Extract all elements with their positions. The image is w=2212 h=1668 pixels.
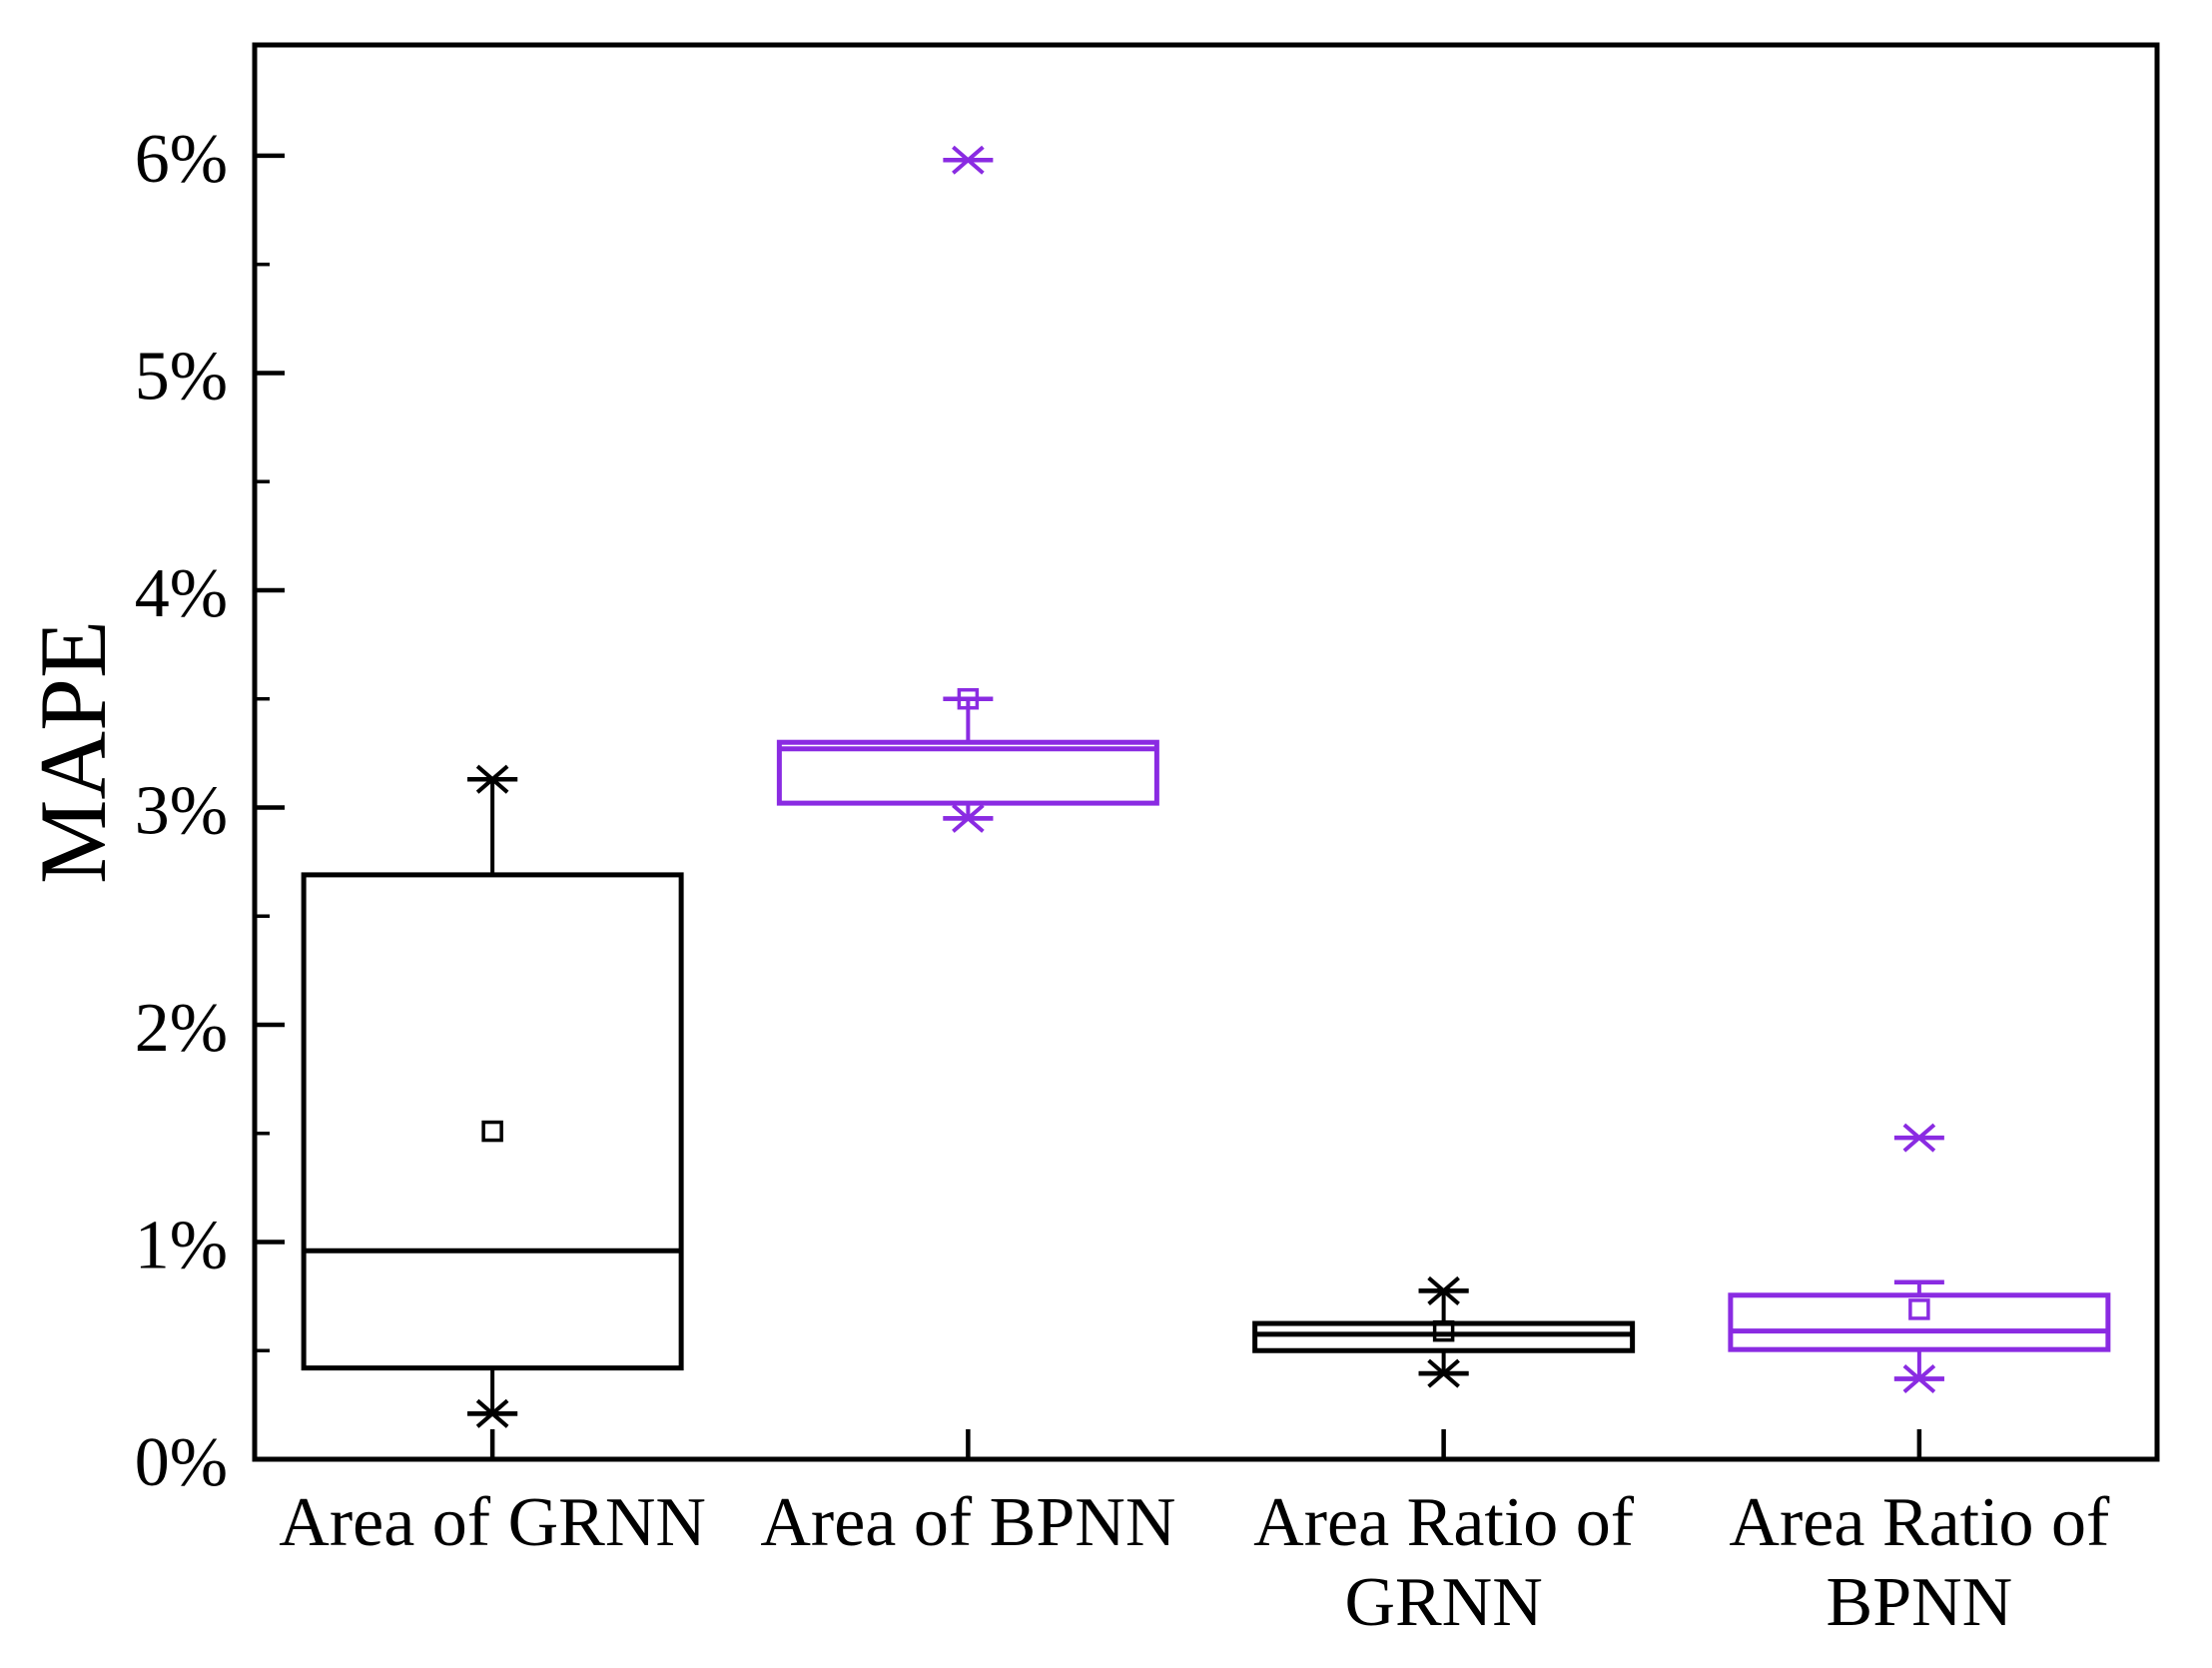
mean-marker [957, 687, 980, 710]
y-tick-label: 5% [135, 338, 228, 415]
iqr-box [1728, 1292, 2111, 1352]
star-marker [467, 764, 518, 794]
box-plot-2 [776, 145, 1159, 833]
box-series [301, 145, 2111, 1428]
star-marker [943, 803, 994, 833]
iqr-box [776, 739, 1159, 806]
iqr-box [301, 872, 684, 1371]
y-tick-label: 6% [135, 121, 228, 198]
outlier-marker [1893, 1123, 1944, 1153]
box-plot-4 [1728, 1123, 2111, 1394]
mean-marker [1432, 1319, 1455, 1342]
y-tick-label: 3% [135, 772, 228, 849]
x-category-label: Area Ratio of [1729, 1484, 2110, 1561]
x-category-label: BPNN [1827, 1564, 2013, 1641]
y-tick-label: 2% [135, 990, 228, 1067]
star-marker [467, 1398, 518, 1428]
box-plot-3 [1252, 1275, 1636, 1388]
y-tick-label: 0% [135, 1424, 228, 1501]
x-category-label: Area Ratio of [1253, 1484, 1635, 1561]
mean-marker [481, 1120, 503, 1143]
y-tick-label: 4% [135, 555, 228, 632]
x-category-label: Area of GRNN [279, 1484, 706, 1561]
plot-border [252, 42, 2160, 1462]
star-marker [1418, 1275, 1469, 1305]
y-axis-title: MAPE [20, 620, 126, 884]
x-category-label: Area of BPNN [760, 1484, 1175, 1561]
mean-marker [1908, 1298, 1930, 1320]
x-axis-ticks [489, 1429, 1922, 1459]
outlier-marker [943, 145, 994, 175]
y-tick-label: 1% [135, 1207, 228, 1283]
box-plot-1 [301, 764, 684, 1428]
star-marker [1418, 1358, 1469, 1388]
y-axis-ticks: 0% 1% 2% 3% 4% 5% 6% [135, 121, 285, 1501]
x-category-label: GRNN [1344, 1564, 1542, 1641]
star-marker [1893, 1364, 1944, 1394]
